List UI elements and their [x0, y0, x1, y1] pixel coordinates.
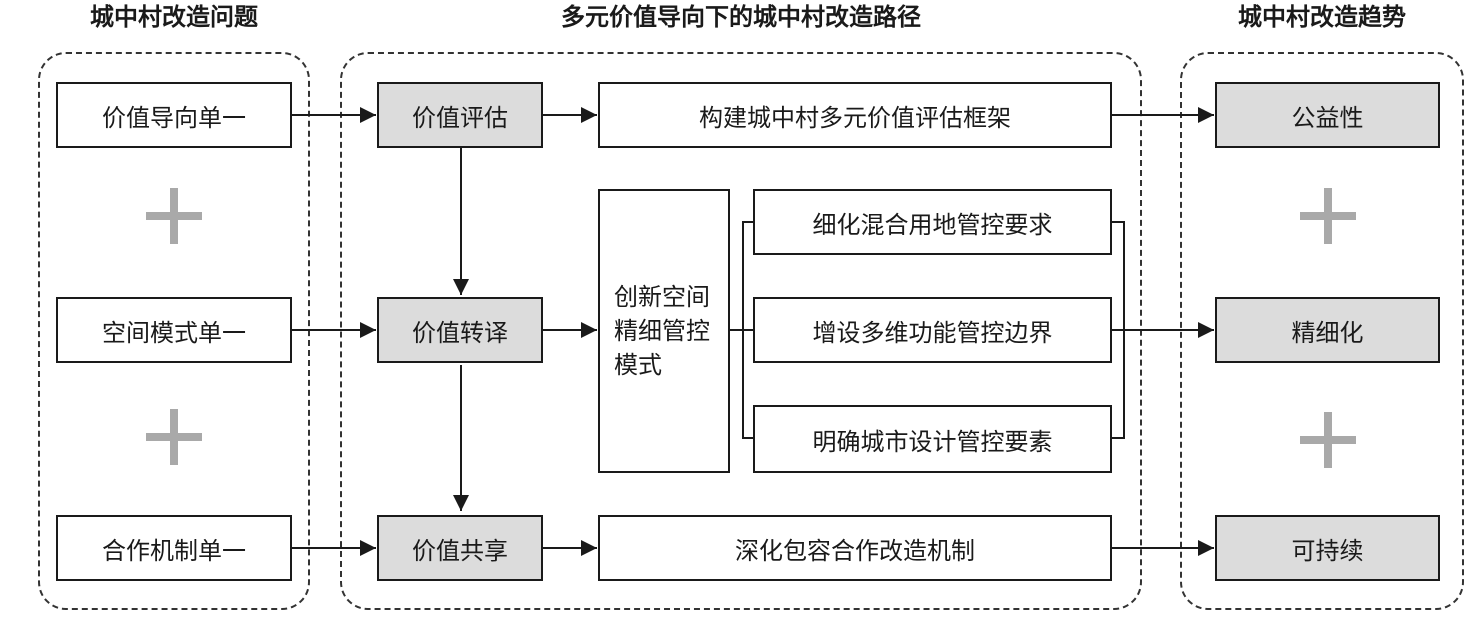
measure-urban-design-elements: 明确城市设计管控要素 [753, 405, 1112, 473]
plus-icon [146, 409, 202, 465]
measure-mixed-land-use: 细化混合用地管控要求 [753, 189, 1112, 255]
left-column-heading: 城中村改造问题 [90, 3, 258, 31]
trend-refinement: 精细化 [1215, 297, 1440, 363]
problem-value-orientation: 价值导向单一 [56, 82, 292, 148]
trend-public-welfare: 公益性 [1215, 82, 1440, 148]
action-cooperation-mechanism: 深化包容合作改造机制 [598, 515, 1112, 581]
stage-value-translation: 价值转译 [377, 297, 543, 363]
translation-mode-box: 创新空间精细管控模式 [598, 189, 730, 473]
stage-value-sharing: 价值共享 [377, 515, 543, 581]
action-evaluation-framework: 构建城中村多元价值评估框架 [598, 82, 1112, 148]
problem-spatial-mode: 空间模式单一 [56, 297, 292, 363]
stage-value-evaluation: 价值评估 [377, 82, 543, 148]
plus-icon [1300, 412, 1356, 468]
plus-icon [146, 188, 202, 244]
measure-function-boundary: 增设多维功能管控边界 [753, 297, 1112, 363]
middle-column-heading: 多元价值导向下的城中村改造路径 [561, 3, 921, 31]
right-column-heading: 城中村改造趋势 [1238, 3, 1406, 31]
plus-icon [1300, 188, 1356, 244]
problem-cooperation-mechanism: 合作机制单一 [56, 515, 292, 581]
trend-sustainability: 可持续 [1215, 515, 1440, 581]
